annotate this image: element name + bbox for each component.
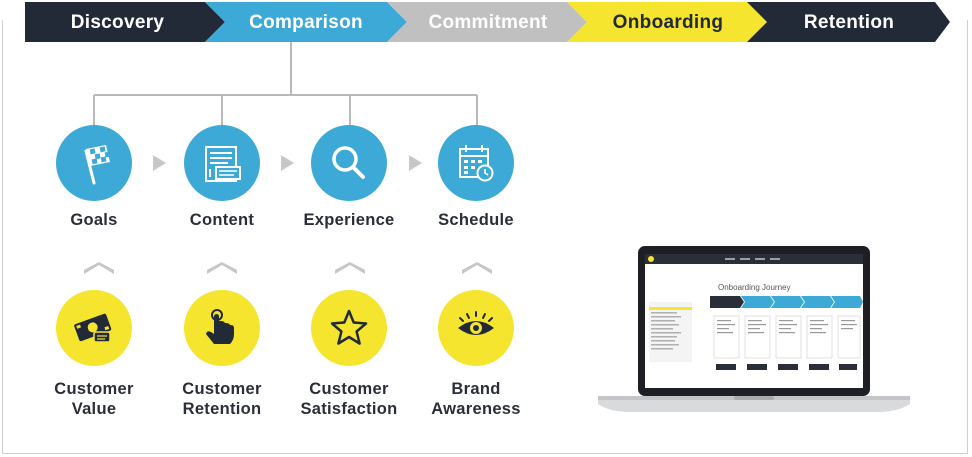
stage-label-comparison: Comparison bbox=[249, 12, 363, 33]
brand-awareness-circle bbox=[438, 290, 514, 366]
outcome-line1: Customer bbox=[309, 380, 389, 398]
content-circle bbox=[184, 125, 260, 201]
arrow-right-icon bbox=[409, 155, 422, 171]
stage-label-discovery: Discovery bbox=[70, 12, 165, 33]
eye-icon bbox=[458, 311, 494, 335]
chevron-up-icon bbox=[84, 262, 114, 274]
outcome-line1: Customer bbox=[54, 380, 134, 398]
magnifier-icon bbox=[332, 146, 365, 179]
schedule-circle bbox=[438, 125, 514, 201]
customer-value-circle bbox=[56, 290, 132, 366]
stage-onboarding-shape bbox=[567, 2, 767, 42]
step-label-schedule: Schedule bbox=[438, 211, 514, 229]
customer-retention-circle bbox=[184, 290, 260, 366]
diagram-frame bbox=[2, 20, 968, 454]
checkered-flag-icon bbox=[84, 145, 110, 185]
outcome-label-customer-satisfaction: Customer Satisfaction bbox=[279, 379, 419, 419]
customer-satisfaction-circle bbox=[311, 290, 387, 366]
stage-label-retention: Retention bbox=[803, 12, 895, 33]
stage-label-commitment: Commitment bbox=[428, 12, 548, 33]
arrow-right-icon bbox=[281, 155, 294, 171]
goals-circle bbox=[56, 125, 132, 201]
laptop-screen-title: Onboarding Journey bbox=[718, 283, 791, 292]
money-icon bbox=[74, 313, 112, 343]
step-label-goals: Goals bbox=[70, 211, 118, 229]
outcome-line1: Customer bbox=[182, 380, 262, 398]
outcome-line2: Retention bbox=[182, 400, 262, 418]
pointing-hand-icon bbox=[206, 309, 234, 344]
step-label-content: Content bbox=[189, 211, 255, 229]
outcome-label-customer-value: Customer Value bbox=[24, 379, 164, 419]
stage-label-onboarding: Onboarding bbox=[612, 12, 724, 33]
laptop-mockup: Onboarding Journey bbox=[598, 246, 910, 422]
outcome-line2: Value bbox=[71, 400, 117, 418]
calendar-clock-icon bbox=[459, 145, 494, 182]
stage-comparison-shape bbox=[205, 2, 407, 42]
outcome-label-brand-awareness: Brand Awareness bbox=[406, 379, 546, 419]
outcome-line1: Brand bbox=[451, 380, 501, 398]
stage-commitment-shape bbox=[387, 2, 587, 42]
step-label-experience: Experience bbox=[303, 211, 395, 229]
star-icon bbox=[330, 309, 368, 345]
outcome-line2: Satisfaction bbox=[300, 400, 398, 418]
arrow-right-icon bbox=[153, 155, 166, 171]
laptop-illustration bbox=[598, 246, 910, 412]
outcome-line2: Awareness bbox=[431, 400, 521, 418]
chevron-up-icon bbox=[462, 262, 492, 274]
stage-retention-shape bbox=[747, 2, 950, 42]
experience-circle bbox=[311, 125, 387, 201]
outcome-label-customer-retention: Customer Retention bbox=[152, 379, 292, 419]
document-list-icon bbox=[205, 146, 241, 182]
chevron-up-icon bbox=[335, 262, 365, 274]
stage-discovery-shape bbox=[25, 2, 225, 42]
chevron-up-icon bbox=[207, 262, 237, 274]
journey-banner: Discovery Comparison Commitment Onboardi… bbox=[25, 2, 955, 42]
